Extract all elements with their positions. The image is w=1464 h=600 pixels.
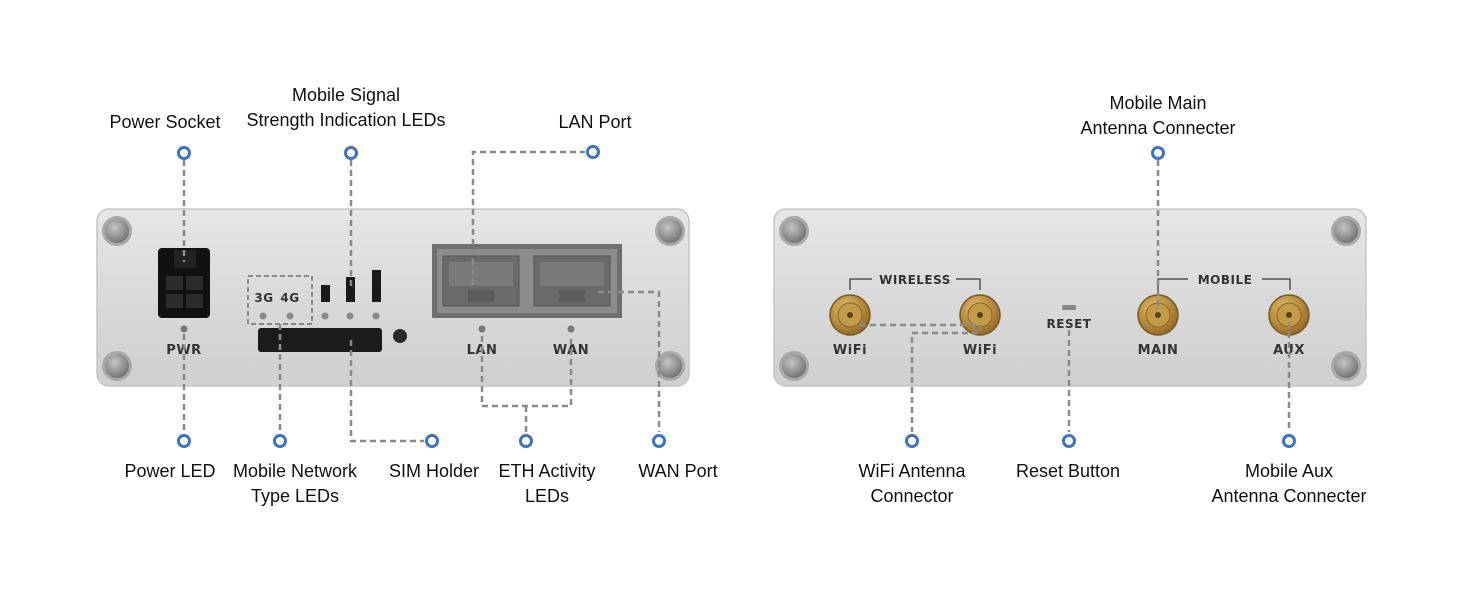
- leader-wifi-antenna: [860, 323, 982, 432]
- screw-icon: [779, 351, 809, 381]
- callout-network-type-line1: Mobile Network: [233, 461, 358, 481]
- power-socket: [158, 248, 210, 318]
- callout-dot-sim-holder: [425, 434, 439, 448]
- label-3g: 3G: [254, 291, 273, 305]
- callout-dot-wan-port: [652, 434, 666, 448]
- signal-led-2: [346, 312, 354, 320]
- led-4g: [286, 312, 294, 320]
- callout-wifi-antenna-line1: WiFi Antenna: [858, 461, 966, 481]
- callout-dot-lan-port: [586, 145, 600, 159]
- callout-wifi-antenna-line2: Connector: [870, 486, 953, 506]
- callout-reset-button: Reset Button: [1016, 461, 1120, 481]
- mobile-aux-antenna-connector: [1268, 294, 1310, 336]
- leader-eth-activity: [480, 336, 573, 432]
- callout-eth-activity-line1: ETH Activity: [498, 461, 595, 481]
- ethernet-port-block: [432, 244, 622, 318]
- screw-icon: [655, 216, 685, 246]
- leader-lan-port: [471, 150, 585, 285]
- screw-icon: [1331, 351, 1361, 381]
- screw-icon: [1331, 216, 1361, 246]
- callout-signal-leds-line2: Strength Indication LEDs: [246, 110, 445, 130]
- callout-dot-wifi-antenna: [905, 434, 919, 448]
- mobile-label: MOBILE: [1198, 273, 1253, 287]
- callout-sim-holder: SIM Holder: [389, 461, 479, 481]
- callout-dot-aux-antenna: [1282, 434, 1296, 448]
- callout-aux-antenna-line1: Mobile Aux: [1245, 461, 1333, 481]
- callout-dot-reset-button: [1062, 434, 1076, 448]
- callout-lan-port: LAN Port: [558, 112, 631, 132]
- callout-main-antenna-line2: Antenna Connecter: [1080, 118, 1235, 138]
- callout-network-type-line2: Type LEDs: [251, 486, 339, 506]
- mobile-group-bracket: [1157, 278, 1291, 290]
- callout-dot-power-socket: [177, 146, 191, 160]
- screw-icon: [779, 216, 809, 246]
- label-4g: 4G: [280, 291, 299, 305]
- signal-bar-3: [372, 270, 381, 302]
- callout-dot-eth-activity: [519, 434, 533, 448]
- signal-bar-2: [346, 277, 355, 302]
- back-panel-plate: [773, 208, 1367, 387]
- screw-icon: [102, 351, 132, 381]
- signal-led-3: [372, 312, 380, 320]
- wireless-group-bracket: [849, 278, 981, 290]
- aux-label: AUX: [1273, 343, 1305, 358]
- callout-main-antenna-line1: Mobile Main: [1109, 93, 1206, 113]
- wireless-label: WIRELESS: [879, 273, 951, 287]
- callout-power-led: Power LED: [124, 461, 215, 481]
- lan-activity-led: [478, 325, 486, 333]
- back-leader-lines: [860, 160, 1291, 432]
- leader-sim-holder: [349, 340, 424, 443]
- callout-dot-signal-leds: [344, 146, 358, 160]
- back-panel: WIRELESS MOBILE RESET WiFi WiFi M: [773, 208, 1367, 387]
- callout-eth-activity-line2: LEDs: [525, 486, 569, 506]
- power-led: [180, 325, 188, 333]
- front-leader-lines: [182, 150, 661, 443]
- callout-dot-network-type: [273, 434, 287, 448]
- led-3g: [259, 312, 267, 320]
- callout-dot-power-led: [177, 434, 191, 448]
- wifi-antenna-connector-1: [829, 294, 871, 336]
- lan-port: [442, 255, 520, 307]
- callout-power-socket: Power Socket: [109, 112, 220, 132]
- signal-bar-1: [321, 285, 330, 302]
- sim-holder-slot: [258, 328, 382, 352]
- wan-activity-led: [567, 325, 575, 333]
- callout-dot-main-antenna: [1151, 146, 1165, 160]
- wan-port: [533, 255, 611, 307]
- reset-label: RESET: [1047, 317, 1092, 331]
- leader-wan-port: [598, 290, 661, 432]
- front-panel: PWR 3G 4G: [96, 208, 690, 387]
- wifi-2-label: WiFi: [963, 343, 997, 358]
- wifi-1-label: WiFi: [833, 343, 867, 358]
- callout-wan-port: WAN Port: [638, 461, 717, 481]
- sim-eject-button: [393, 329, 407, 343]
- pwr-label: PWR: [166, 343, 201, 358]
- screw-icon: [655, 351, 685, 381]
- main-label: MAIN: [1138, 343, 1179, 358]
- callout-aux-antenna-line2: Antenna Connecter: [1211, 486, 1366, 506]
- signal-led-1: [321, 312, 329, 320]
- screw-icon: [102, 216, 132, 246]
- reset-button: [1062, 305, 1076, 310]
- callout-signal-leds-line1: Mobile Signal: [292, 85, 400, 105]
